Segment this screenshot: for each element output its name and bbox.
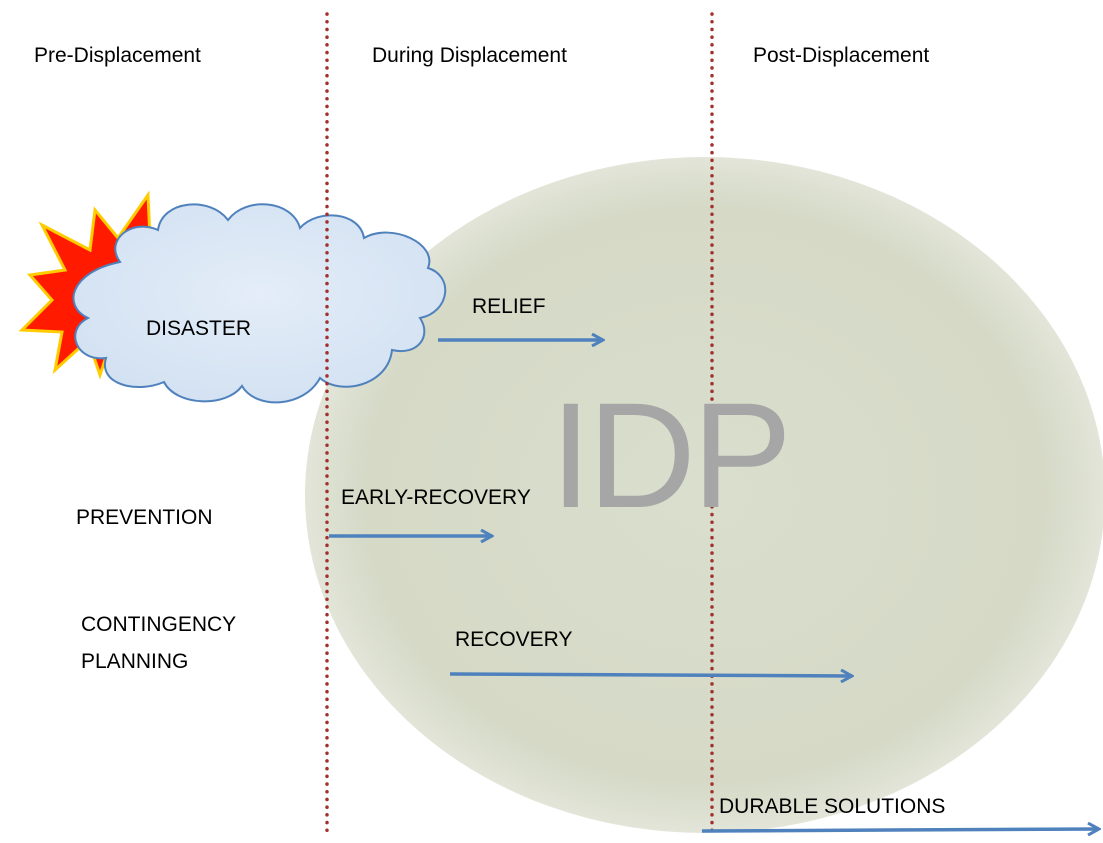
relief-label: RELIEF bbox=[472, 295, 546, 318]
idp-label: IDP bbox=[550, 371, 792, 539]
idp-ellipse bbox=[305, 157, 1103, 833]
prevention-label: PREVENTION bbox=[76, 506, 213, 529]
recovery-label: RECOVERY bbox=[455, 628, 573, 651]
disaster-label: DISASTER bbox=[146, 317, 252, 340]
early-recovery-label: EARLY-RECOVERY bbox=[341, 486, 531, 509]
durable-solutions-label: DURABLE SOLUTIONS bbox=[719, 795, 946, 818]
durable-solutions-arrow bbox=[701, 829, 1099, 831]
planning-label: PLANNING bbox=[81, 650, 189, 673]
contingency-label: CONTINGENCY bbox=[81, 613, 237, 636]
phase-during-displacement: During Displacement bbox=[372, 44, 567, 67]
phase-post-displacement: Post-Displacement bbox=[753, 44, 930, 67]
phase-pre-displacement: Pre-Displacement bbox=[34, 44, 201, 67]
recovery-arrow bbox=[449, 674, 852, 676]
disaster-cloud-icon bbox=[72, 203, 447, 404]
